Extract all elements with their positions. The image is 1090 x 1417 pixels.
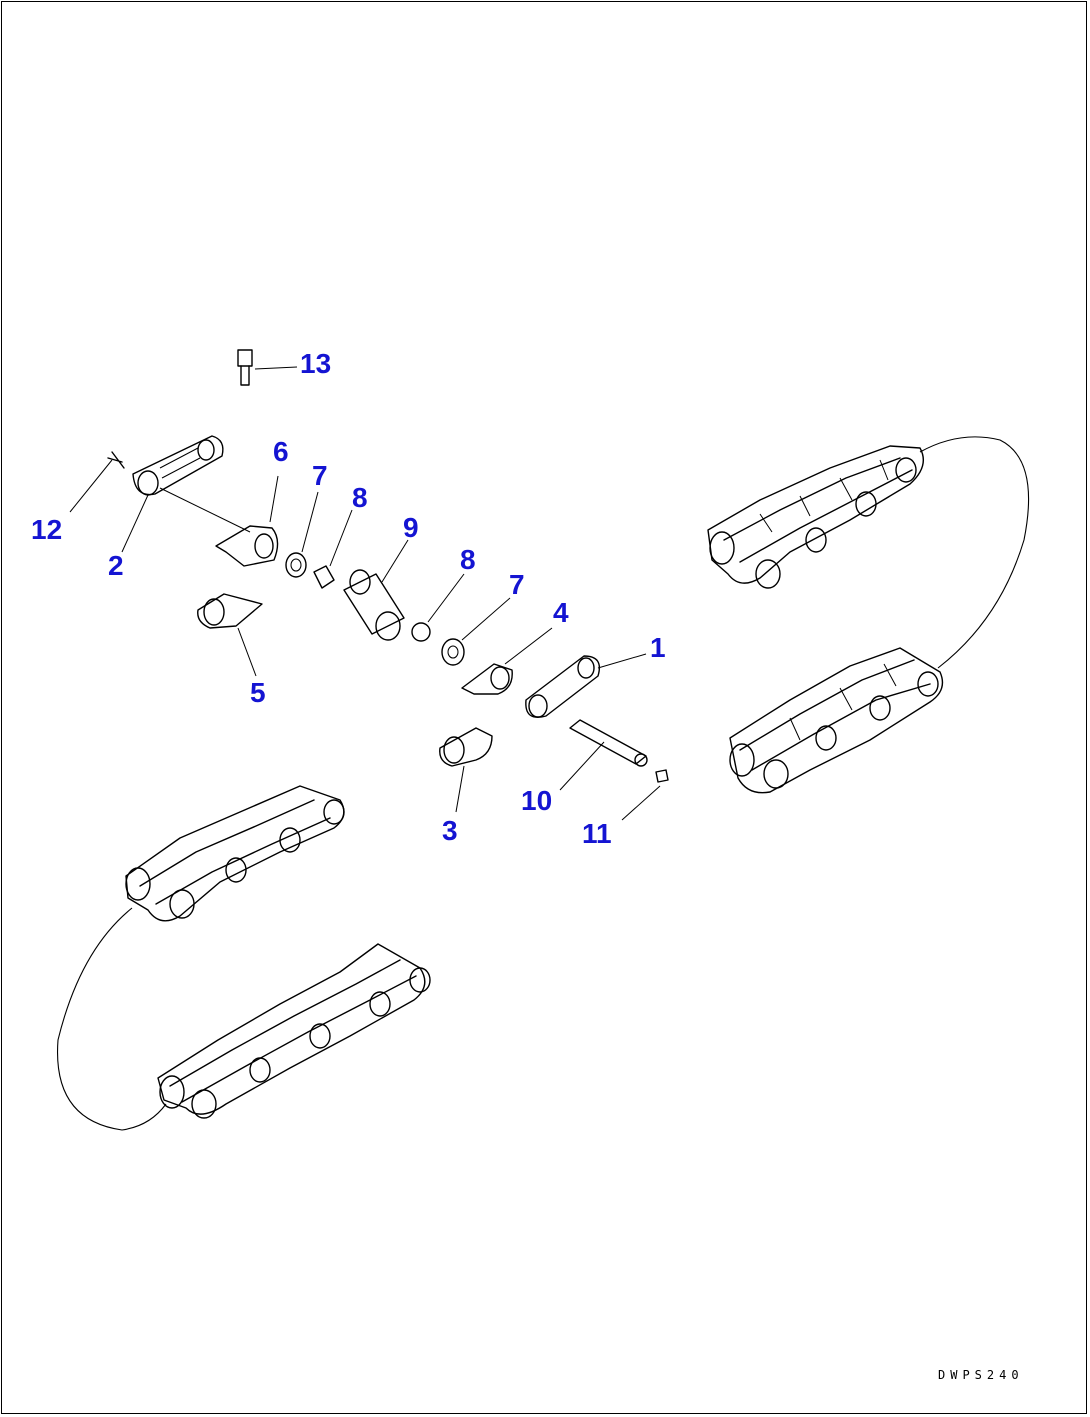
callout-8-right: 8 [460,544,476,575]
callout-7-left: 7 [312,460,328,491]
part-7-seal-left [285,491,319,578]
part-7-seal-right [441,597,511,666]
callout-9: 9 [403,512,419,543]
track-chain-middle-right [729,647,944,794]
drawing-code: DWPS240 [938,1368,1024,1382]
track-chain-lower-left-upper [125,785,345,922]
track-chain-lower-left-lower [157,943,431,1119]
callout-2: 2 [108,550,124,581]
part-10-pin [559,719,648,791]
part-8-spacer-right [411,573,465,642]
part-1-link [525,653,647,718]
part-3-link-segment [439,727,493,813]
part-5-link-segment [197,593,263,677]
callout-7-right: 7 [509,569,525,600]
chain-continuation-curve-left [56,907,167,1131]
callout-11: 11 [582,818,612,849]
callout-13: 13 [300,348,332,379]
part-12-bolt [69,451,125,513]
part-9-bushing [343,539,409,641]
chain-continuation-curve-right [919,436,1030,669]
callout-12: 12 [31,514,63,545]
callout-1: 1 [650,632,666,663]
part-13-bolt [237,349,298,386]
part-2-link [121,435,251,553]
callout-10: 10 [521,785,553,816]
part-8-spacer-left [313,509,353,589]
callout-5: 5 [250,677,266,708]
callout-4: 4 [553,597,569,628]
part-11-keeper [621,769,669,821]
callout-6: 6 [273,436,289,467]
track-chain-upper-right [707,445,924,589]
part-4-link-segment [461,627,553,695]
callout-8-left: 8 [352,482,368,513]
callout-3: 3 [442,815,458,846]
part-6-link-segment [215,475,279,567]
